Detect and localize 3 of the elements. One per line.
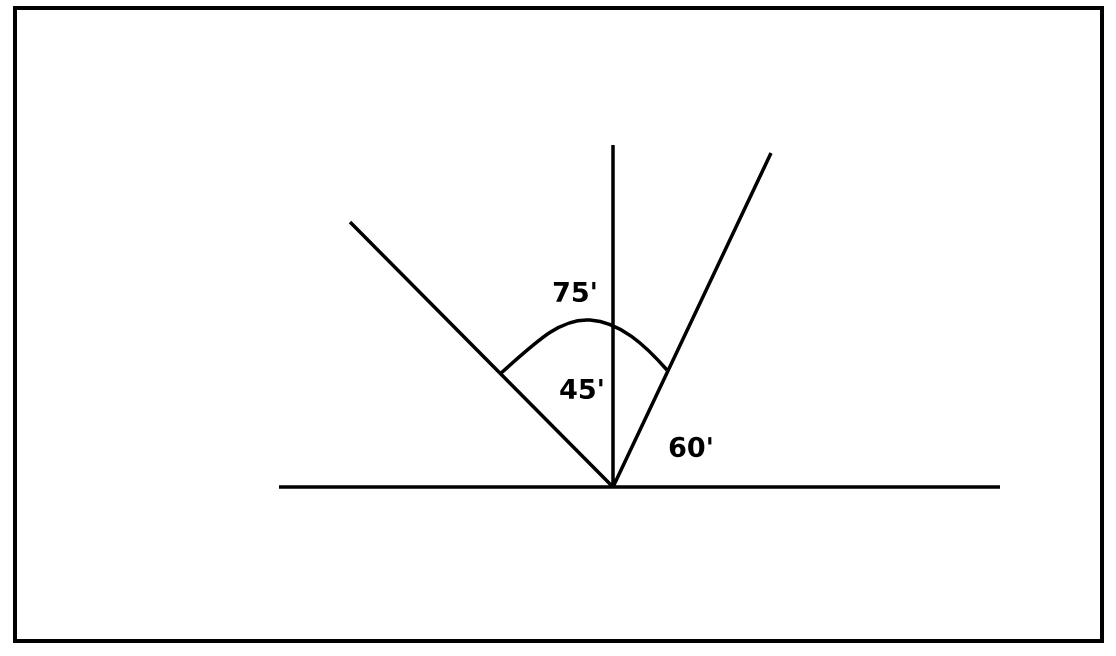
angle-label: 60' — [669, 436, 712, 458]
angle-label: 45' — [560, 378, 603, 400]
angle-label: 75' — [553, 281, 596, 303]
